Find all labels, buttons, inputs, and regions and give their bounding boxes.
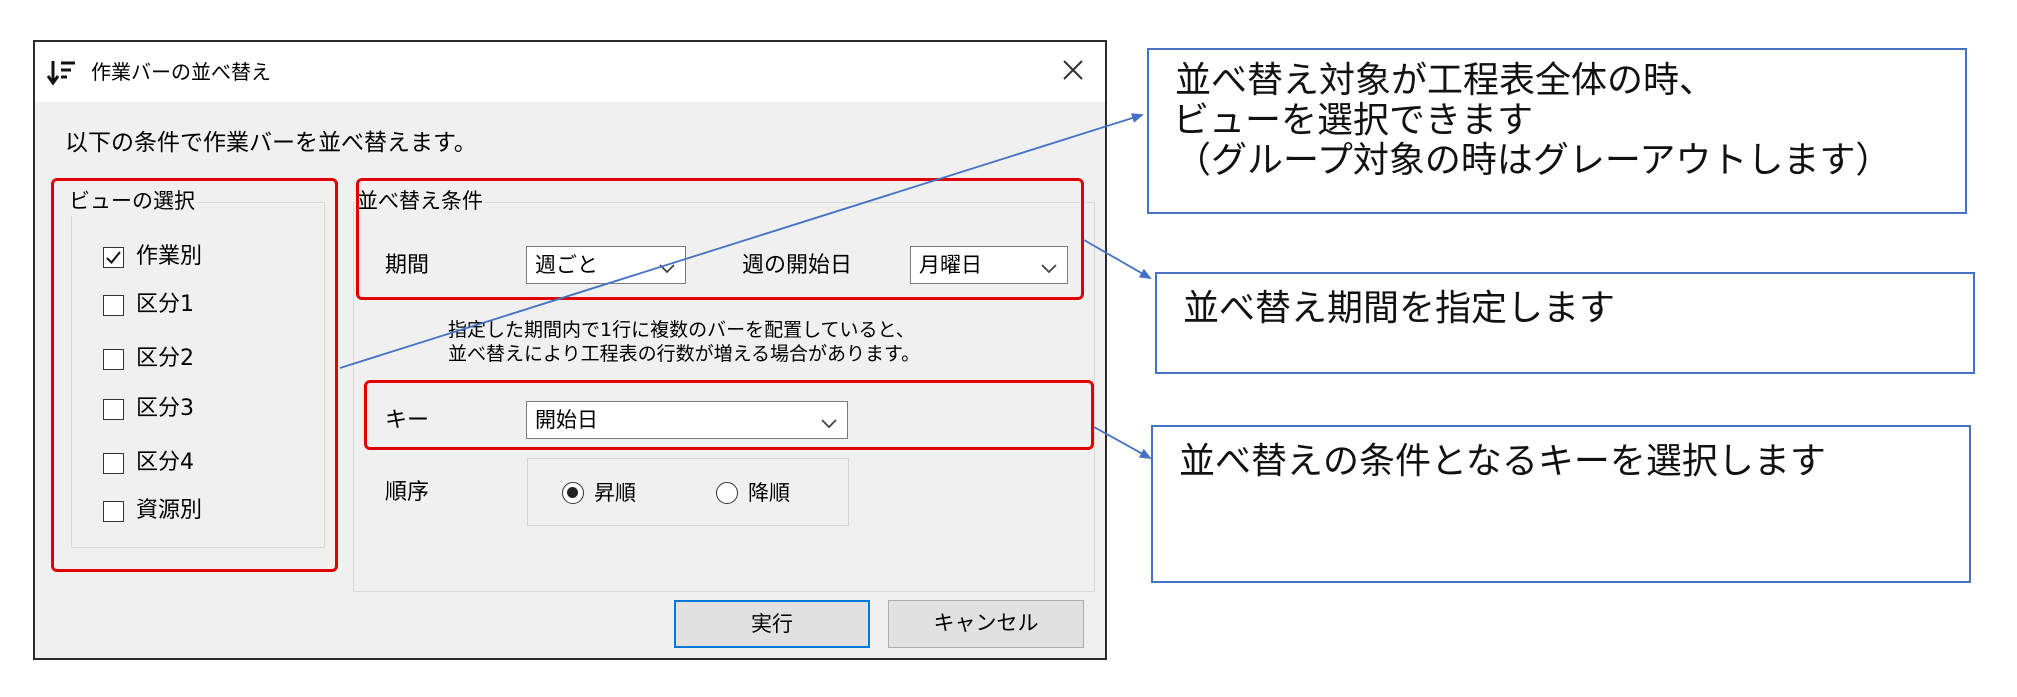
chevron-down-icon	[821, 414, 837, 433]
key-highlight-box	[364, 380, 1094, 450]
period-highlight-box	[356, 178, 1084, 300]
view-highlight-box	[51, 178, 338, 572]
week-start-label: 週の開始日	[742, 253, 853, 278]
checkbox[interactable]	[103, 500, 124, 522]
period-note: 指定した期間内で1行に複数のバーを配置していると、 並べ替えにより工程表の行数が…	[448, 319, 921, 365]
order-descending[interactable]: 降順	[716, 479, 790, 507]
key-callout: 並べ替えの条件となるキーを選択します	[1151, 425, 1971, 583]
key-select[interactable]: 開始日	[526, 401, 848, 439]
execute-button[interactable]: 実行	[674, 600, 870, 648]
key-label: キー	[385, 408, 430, 433]
chevron-down-icon	[659, 259, 675, 278]
view-option-kubun3[interactable]: 区分3	[103, 392, 194, 426]
cancel-button[interactable]: キャンセル	[888, 600, 1084, 648]
checkbox[interactable]	[103, 452, 124, 474]
sort-icon	[46, 58, 77, 88]
period-callout: 並べ替え期間を指定します	[1155, 272, 1975, 374]
title-bar: 作業バーの並べ替え	[35, 42, 1105, 102]
view-callout: 並べ替え対象が工程表全体の時、 ビューを選択できます （グループ対象の時はグレー…	[1147, 48, 1967, 214]
checkbox-checked[interactable]	[103, 246, 124, 268]
chevron-down-icon	[1041, 259, 1057, 278]
radio-selected[interactable]	[562, 482, 584, 504]
order-options: 昇順 降順	[527, 458, 849, 526]
view-option-kubun2[interactable]: 区分2	[103, 342, 194, 376]
radio[interactable]	[716, 482, 738, 504]
sort-condition-legend: 並べ替え条件	[355, 186, 485, 216]
order-ascending[interactable]: 昇順	[562, 479, 636, 507]
instruction-text: 以下の条件で作業バーを並べ替えます。	[65, 130, 477, 156]
period-select[interactable]: 週ごと	[526, 246, 686, 284]
view-selection-group: ビューの選択 作業別 区分1 区分2 区分3 区分4 資源別	[55, 180, 335, 560]
checkbox[interactable]	[103, 398, 124, 420]
sort-dialog: 作業バーの並べ替え 以下の条件で作業バーを並べ替えます。 ビューの選択 作業別 …	[33, 40, 1107, 660]
view-option-kubun4[interactable]: 区分4	[103, 446, 194, 480]
checkbox[interactable]	[103, 294, 124, 316]
view-selection-legend: ビューの選択	[67, 186, 197, 216]
view-option-shigen[interactable]: 資源別	[103, 494, 202, 528]
close-icon[interactable]	[1059, 56, 1087, 84]
view-option-sagyo[interactable]: 作業別	[103, 240, 202, 274]
view-option-kubun1[interactable]: 区分1	[103, 288, 194, 322]
dialog-title: 作業バーの並べ替え	[91, 60, 271, 84]
sort-condition-group: 並べ替え条件	[353, 180, 1095, 620]
week-start-select[interactable]: 月曜日	[910, 246, 1068, 284]
checkbox[interactable]	[103, 348, 124, 370]
order-label: 順序	[385, 480, 430, 505]
period-label: 期間	[385, 253, 430, 278]
